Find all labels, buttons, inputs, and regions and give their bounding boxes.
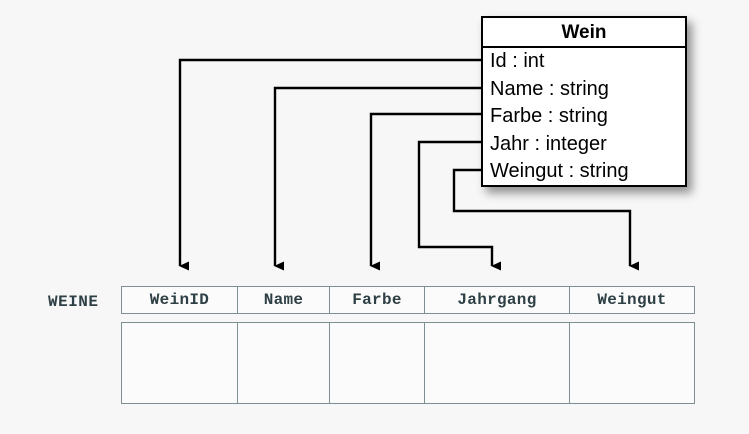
uml-attribute-jahr: Jahr : integer [490, 132, 607, 155]
uml-attribute-list: Id : int Name : string Farbe : string Ja… [483, 48, 685, 186]
table-cell-farbe[interactable] [330, 322, 425, 404]
table-header-row: WeinID Name Farbe Jahrgang Weingut [121, 286, 695, 314]
column-header-name[interactable]: Name [238, 286, 330, 314]
column-header-jahrgang[interactable]: Jahrgang [425, 286, 570, 314]
uml-attribute-id: Id : int [490, 50, 545, 72]
uml-class-box[interactable]: Wein Id : int Name : string Farbe : stri… [481, 16, 687, 187]
connector-weingut-to-weingut [452, 168, 639, 271]
uml-attribute-weingut: Weingut : string [490, 160, 629, 183]
connector-id-to-weinid [178, 58, 481, 271]
column-header-weinid[interactable]: WeinID [121, 286, 238, 314]
uml-attribute-name: Name : string [490, 77, 609, 100]
column-header-farbe[interactable]: Farbe [330, 286, 425, 314]
table-row [121, 322, 695, 404]
table-cell-weinid[interactable] [121, 322, 238, 404]
uml-class-name: Wein [483, 18, 685, 48]
column-header-weingut[interactable]: Weingut [570, 286, 695, 314]
table-cell-name[interactable] [238, 322, 330, 404]
uml-attribute-farbe: Farbe : string [490, 105, 608, 128]
table-cell-weingut[interactable] [570, 322, 695, 404]
relational-table-label: WEINE [48, 293, 99, 311]
connector-farbe-to-farbe [369, 112, 481, 271]
table-header-body-gap [121, 314, 695, 322]
connector-name-to-name [273, 86, 481, 271]
connector-jahr-to-jahrgang [417, 140, 501, 271]
table-cell-jahrgang[interactable] [425, 322, 570, 404]
relational-table: WeinID Name Farbe Jahrgang Weingut [121, 286, 695, 404]
